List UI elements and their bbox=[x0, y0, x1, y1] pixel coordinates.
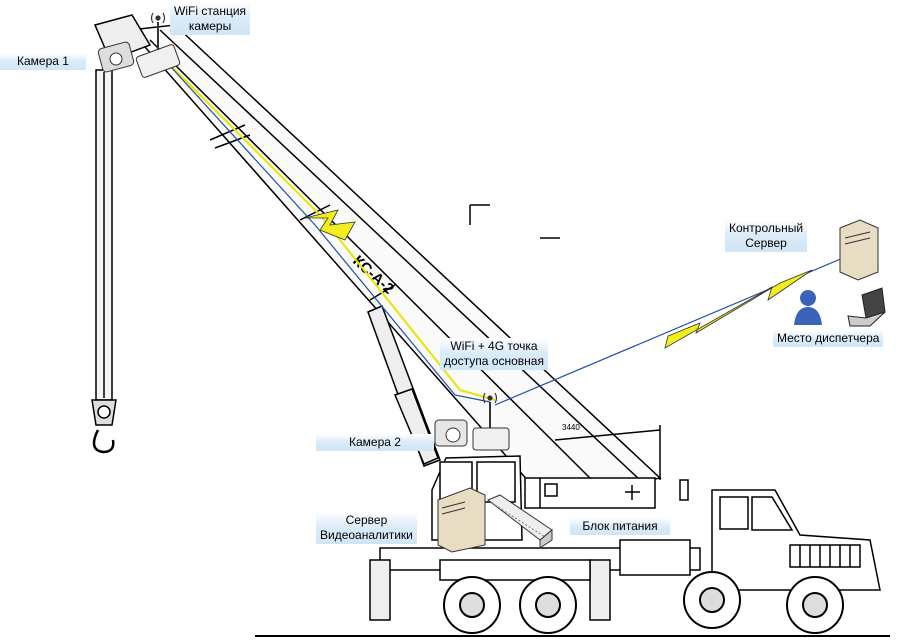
wifi-antenna-icon bbox=[150, 12, 166, 24]
cable-blue bbox=[159, 54, 491, 403]
crane-boom bbox=[128, 24, 662, 501]
label-control-server: Контрольный Сервер bbox=[725, 220, 808, 252]
server-icon bbox=[437, 487, 486, 553]
label-va-server: Сервер Видеоаналитики bbox=[316, 512, 417, 544]
control-server-icon bbox=[839, 219, 879, 281]
laptop-icon bbox=[847, 287, 886, 327]
label-dispatcher: Место диспетчера bbox=[773, 330, 884, 347]
lightning-link-icon bbox=[664, 269, 813, 349]
label-camera-2: Камера 2 bbox=[316, 434, 434, 451]
label-camera-1: Камера 1 bbox=[0, 53, 86, 70]
wifi-4g-access-point bbox=[472, 402, 510, 451]
power-unit-icon bbox=[487, 494, 553, 549]
label-wifi-4g-point: WiFi + 4G точка доступа основная bbox=[440, 338, 548, 370]
camera-1-icon bbox=[97, 41, 135, 73]
crane-hook bbox=[91, 14, 152, 454]
dimension-label: 3440 bbox=[562, 423, 580, 432]
lightning-icon bbox=[304, 209, 356, 241]
cable-yellow bbox=[164, 59, 496, 401]
camera-icon bbox=[434, 419, 468, 447]
person-icon bbox=[794, 290, 822, 325]
truck-cab bbox=[711, 489, 881, 591]
label-wifi-station: WiFi станция камеры bbox=[170, 3, 251, 35]
truck-chassis bbox=[369, 479, 701, 621]
wifi-station-device bbox=[135, 22, 181, 78]
label-power-unit: Блок питания bbox=[570, 518, 670, 535]
truck-wheels bbox=[443, 571, 844, 634]
wifi-antenna-icon-2 bbox=[482, 392, 498, 404]
